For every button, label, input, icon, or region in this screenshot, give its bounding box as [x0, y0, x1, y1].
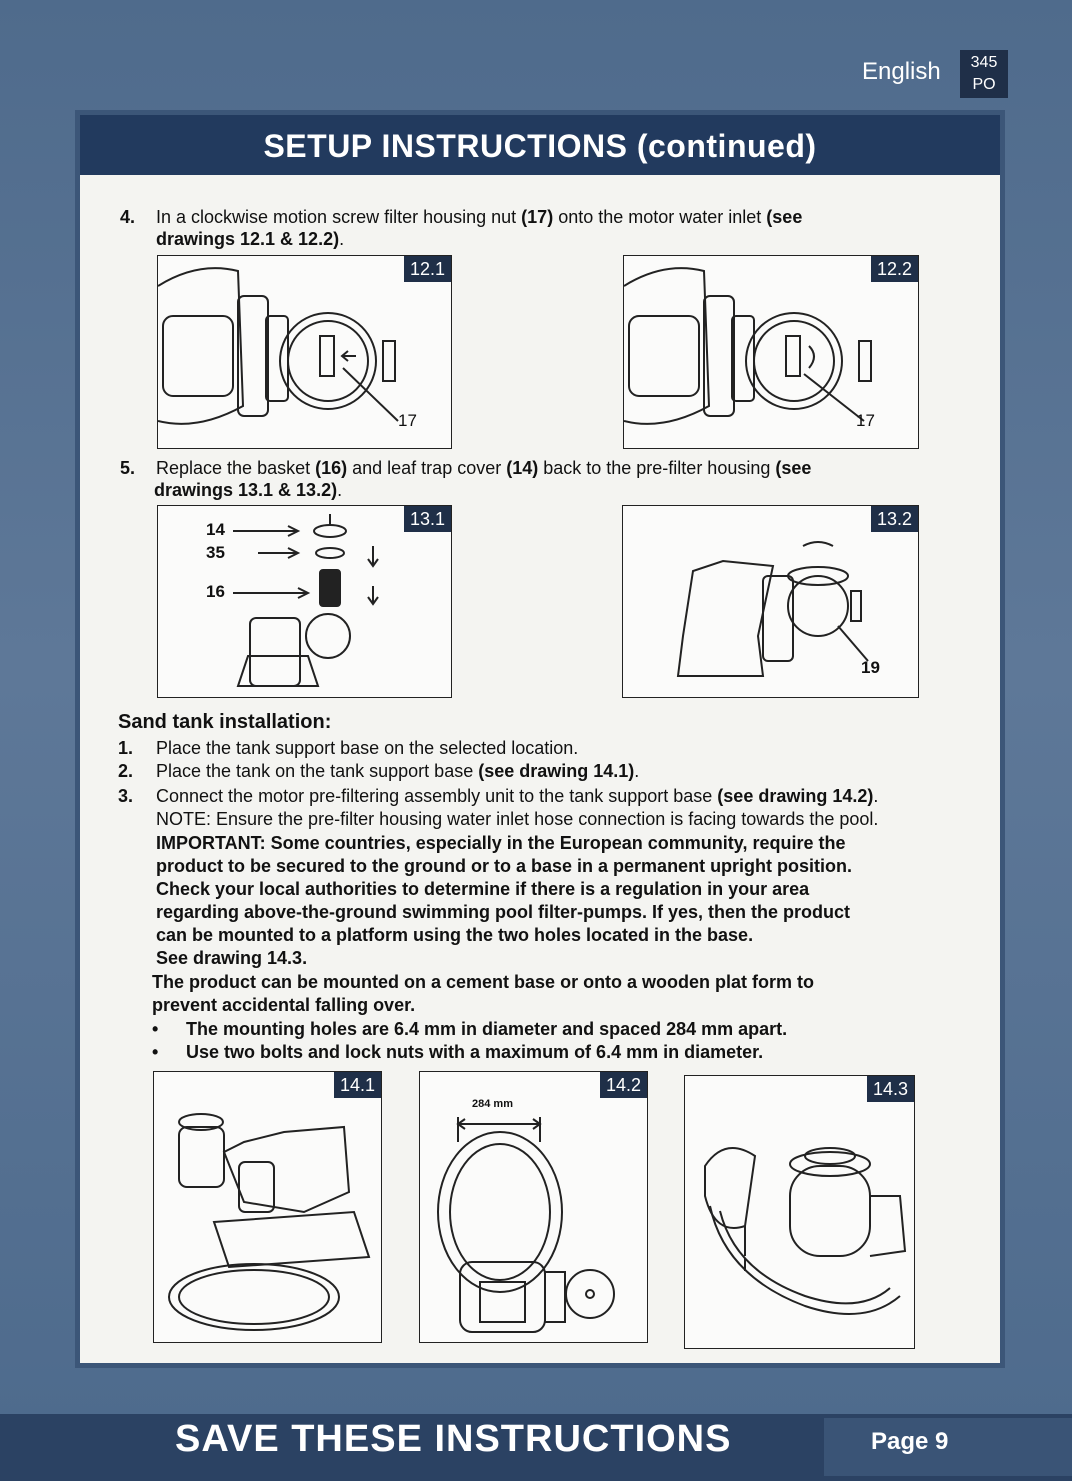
tank-on-support-base-illustration [168, 1113, 371, 1331]
drawing-12-1-tag: 12.1 [403, 256, 451, 282]
drawing-12-2: 12.2 17 [623, 255, 919, 449]
step-4-text-line2: drawings 12.1 & 12.2). [156, 229, 345, 249]
step-4-text-line1: In a clockwise motion screw filter housi… [156, 207, 803, 227]
drawing-13-2-tag: 13.2 [870, 506, 918, 532]
sand-step-3-number: 3. [118, 786, 134, 806]
note-text: NOTE: Ensure the pre-filter housing wate… [156, 809, 879, 829]
important-line-3: Check your local authorities to determin… [156, 879, 810, 899]
sand-tank-heading: Sand tank installation: [118, 711, 332, 733]
pump-assembled-illustration [676, 541, 869, 677]
hole-spacing-dimension: 284 mm [472, 1098, 513, 1110]
instructions-content: 4. In a clockwise motion screw filter ho… [80, 175, 1000, 1363]
sand-step-3-text: Connect the motor pre-filtering assembly… [156, 786, 879, 806]
part-16-label: 16 [206, 582, 225, 601]
page-number: Page 9 [824, 1418, 1072, 1476]
see-drawing-text: See drawing 14.3. [156, 948, 308, 968]
part-35-label: 35 [206, 543, 225, 562]
drawing-14-2: 284 mm 14.2 [419, 1071, 648, 1343]
part-17-label: 17 [856, 411, 875, 430]
sand-step-2-text: Place the tank on the tank support base … [156, 761, 640, 781]
drawing-14-1-tag: 14.1 [333, 1072, 381, 1098]
model-code-number: 345 [970, 54, 998, 71]
basket-and-cover-exploded-illustration [233, 514, 379, 687]
step-4-number: 4. [120, 207, 136, 227]
filter-housing-nut-illustration [158, 267, 399, 425]
important-line-5: can be mounted to a platform using the t… [156, 925, 754, 945]
drawing-13-1-tag: 13.1 [403, 506, 451, 532]
page-title: SETUP INSTRUCTIONS (continued) [80, 115, 1000, 175]
sand-step-1-number: 1. [118, 738, 134, 758]
bullet-mark-2: • [152, 1042, 159, 1062]
bullet-mounting-holes: The mounting holes are 6.4 mm in diamete… [186, 1019, 788, 1039]
mount-line-2: prevent accidental falling over. [152, 995, 416, 1015]
sand-step-2-number: 2. [118, 761, 134, 781]
drawing-14-1: 14.1 [153, 1071, 382, 1343]
drawing-12-1: 12.1 17 [157, 255, 452, 449]
drawing-14-2-tag: 14.2 [599, 1072, 647, 1098]
drawing-14-3: 14.3 [684, 1075, 915, 1349]
part-17-label: 17 [398, 411, 417, 430]
bullet-bolts: Use two bolts and lock nuts with a maxim… [186, 1042, 764, 1062]
important-line-1: IMPORTANT: Some countries, especially in… [156, 833, 846, 853]
model-code-badge: 345 PO [960, 50, 1008, 98]
step-5-text-line2: drawings 13.1 & 13.2). [154, 480, 343, 500]
filter-housing-nut-tightened-illustration [624, 267, 872, 425]
part-19-label: 19 [861, 658, 880, 677]
mounted-pump-on-platform-illustration [704, 1147, 907, 1315]
drawing-14-3-tag: 14.3 [866, 1076, 914, 1102]
footer-title: SAVE THESE INSTRUCTIONS [175, 1418, 732, 1460]
model-code-suffix: PO [972, 76, 996, 93]
bullet-mark-1: • [152, 1019, 159, 1039]
support-base-top-view-illustration [437, 1117, 615, 1333]
language-label: English [862, 58, 941, 85]
drawing-13-1: 13.1 14 35 16 [157, 505, 452, 698]
sand-step-1-text: Place the tank support base on the selec… [156, 738, 579, 758]
drawing-13-2: 13.2 19 [622, 505, 919, 698]
important-line-2: product to be secured to the ground or t… [156, 856, 853, 876]
step-5-text-line1: Replace the basket (16) and leaf trap co… [156, 458, 812, 478]
step-5-number: 5. [120, 458, 136, 478]
part-14-label: 14 [206, 520, 225, 539]
important-line-4: regarding above-the-ground swimming pool… [156, 902, 851, 922]
mount-line-1: The product can be mounted on a cement b… [152, 972, 815, 992]
drawing-12-2-tag: 12.2 [870, 256, 918, 282]
